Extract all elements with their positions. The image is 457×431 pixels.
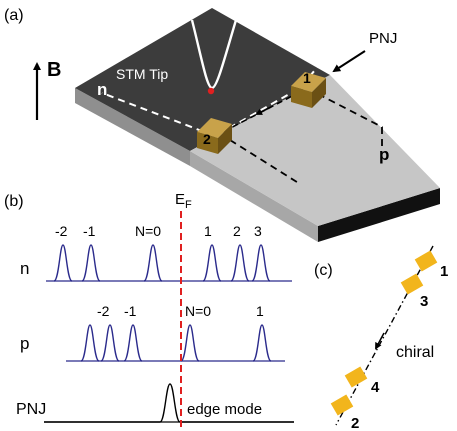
pnj-label: PNJ: [369, 30, 397, 47]
pnj-channel-line: [214, 91, 301, 137]
pnj-pointer-arrow: [332, 50, 366, 73]
n-landau-peak: [251, 244, 271, 282]
panel-b: (b) EF n p PNJ -2 -1 N=0 1 2 3 -2 -1 N=0…: [4, 191, 294, 431]
n-region-label: n: [97, 80, 107, 99]
stm-tip-apex: [207, 87, 215, 95]
n-region-front-edge: [75, 88, 190, 166]
panel-c-label: (c): [314, 262, 333, 279]
contact-3-pad: [400, 273, 424, 295]
panel-a: (a) B STM Tip n p PNJ: [4, 7, 440, 242]
contact-2-pad: [330, 394, 354, 416]
p-landau-peak: [123, 324, 143, 362]
n-level-label: -1: [83, 223, 96, 239]
contact-2-label: 2: [203, 131, 211, 147]
contact-3-pad-label: 3: [420, 293, 428, 310]
p-edge-channel-upper: [317, 93, 383, 150]
n-edge-channel: [101, 15, 322, 138]
n-row-peaks: [53, 244, 271, 282]
p-region-label: p: [379, 145, 389, 164]
n-level-label: N=0: [135, 223, 161, 239]
n-level-label: -2: [55, 223, 68, 239]
n-level-label: 1: [204, 223, 212, 239]
n-landau-peak: [230, 244, 250, 282]
contact-4-pad-label: 4: [371, 379, 380, 396]
p-level-label: 1: [256, 303, 264, 319]
contact-4-pad: [344, 366, 368, 388]
n-level-label: 2: [233, 223, 241, 239]
chiral-label: chiral: [396, 344, 434, 361]
panel-b-label: (b): [4, 193, 24, 210]
n-region-surface: [75, 8, 330, 151]
contact-2-pad-label: 2: [351, 415, 359, 431]
slab-right-side: [318, 188, 440, 242]
chiral-direction-arrow: [375, 332, 385, 350]
magnetic-field-label: B: [47, 59, 61, 81]
pnj-channel-arrow: [255, 106, 272, 115]
stm-tip-label: STM Tip: [116, 66, 168, 82]
contact-2: 2: [197, 118, 232, 154]
contact-1-label: 1: [303, 70, 311, 86]
n-landau-peak: [143, 244, 163, 282]
panel-c: (c) chiral 1 3 4 2: [314, 245, 448, 431]
panel-a-label: (a): [4, 7, 24, 24]
contact-1-pad-label: 1: [440, 263, 448, 280]
p-level-label: -2: [97, 303, 110, 319]
p-landau-peak: [252, 324, 272, 362]
edge-mode-peak: [44, 383, 294, 423]
p-region-front-edge: [190, 151, 318, 242]
p-region-surface: [190, 75, 440, 226]
edge-mode-label: edge mode: [187, 401, 262, 418]
chiral-channel-line: [335, 245, 434, 426]
p-level-label: -1: [124, 303, 137, 319]
p-landau-peak: [180, 324, 200, 362]
p-level-label: N=0: [185, 303, 211, 319]
n-landau-peak: [202, 244, 222, 282]
n-level-label: 3: [254, 223, 262, 239]
p-landau-peak: [100, 324, 120, 362]
n-landau-peak: [53, 244, 73, 282]
n-landau-peak: [81, 244, 101, 282]
p-row-label: p: [20, 334, 29, 353]
p-row-peaks: [80, 324, 272, 362]
p-landau-peak: [80, 324, 100, 362]
n-row-label: n: [20, 259, 29, 278]
p-edge-channel-lower: [229, 139, 301, 185]
contact-1: 1: [291, 70, 326, 108]
contact-1-pad: [414, 250, 438, 272]
pnj-row-label: PNJ: [16, 401, 46, 418]
fermi-level-label: EF: [175, 191, 192, 211]
